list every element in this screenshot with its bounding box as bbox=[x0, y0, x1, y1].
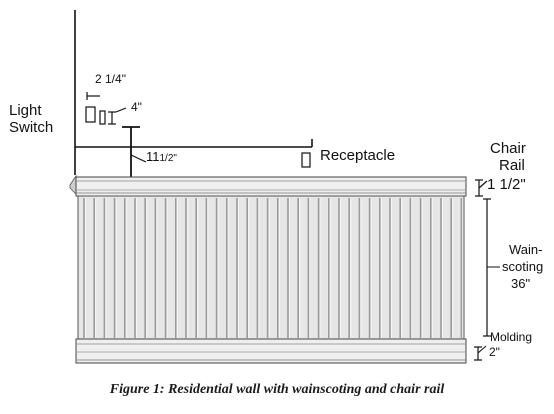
switch-height-label-whole: 11 bbox=[146, 149, 160, 164]
figure-caption: Figure 1: Residential wall with wainscot… bbox=[109, 382, 445, 397]
molding-size-label: 2" bbox=[489, 345, 500, 359]
receptacle-box bbox=[301, 152, 311, 168]
chair-rail-dim-leader bbox=[478, 180, 488, 189]
switch-height-label-fraction: 1/2" bbox=[159, 153, 177, 164]
switch-gap-leader bbox=[115, 107, 127, 113]
chair-rail-label-line1: Chair bbox=[490, 140, 526, 157]
light-switch-label-line2: Switch bbox=[9, 119, 54, 136]
chair-rail-left-cap bbox=[69, 174, 77, 195]
light-switch-box-2 bbox=[99, 110, 106, 125]
light-switch-label-line1: Light bbox=[9, 102, 42, 119]
switch-gap-label: 4" bbox=[131, 100, 142, 114]
wainscoting-label-line2: scoting bbox=[502, 259, 544, 274]
wainscoting-grooves bbox=[83, 198, 464, 338]
chair-rail-size-label: 1 1/2" bbox=[487, 176, 526, 193]
wainscoting-height-label: 36" bbox=[511, 276, 531, 291]
bottom-molding bbox=[75, 338, 467, 364]
switch-height-label: 111/2" bbox=[146, 149, 177, 164]
switch-height-leader bbox=[130, 154, 147, 163]
receptacle-label: Receptacle bbox=[320, 147, 396, 164]
molding-dim-leader bbox=[477, 345, 487, 354]
wainscoting-panel bbox=[77, 195, 465, 340]
light-switch-box bbox=[85, 106, 96, 123]
chair-rail-label-line2: Rail bbox=[499, 157, 525, 174]
switch-width-label: 2 1/4" bbox=[95, 72, 126, 86]
molding-label: Molding bbox=[490, 330, 533, 344]
wainscoting-label-line1: Wain- bbox=[509, 242, 543, 257]
